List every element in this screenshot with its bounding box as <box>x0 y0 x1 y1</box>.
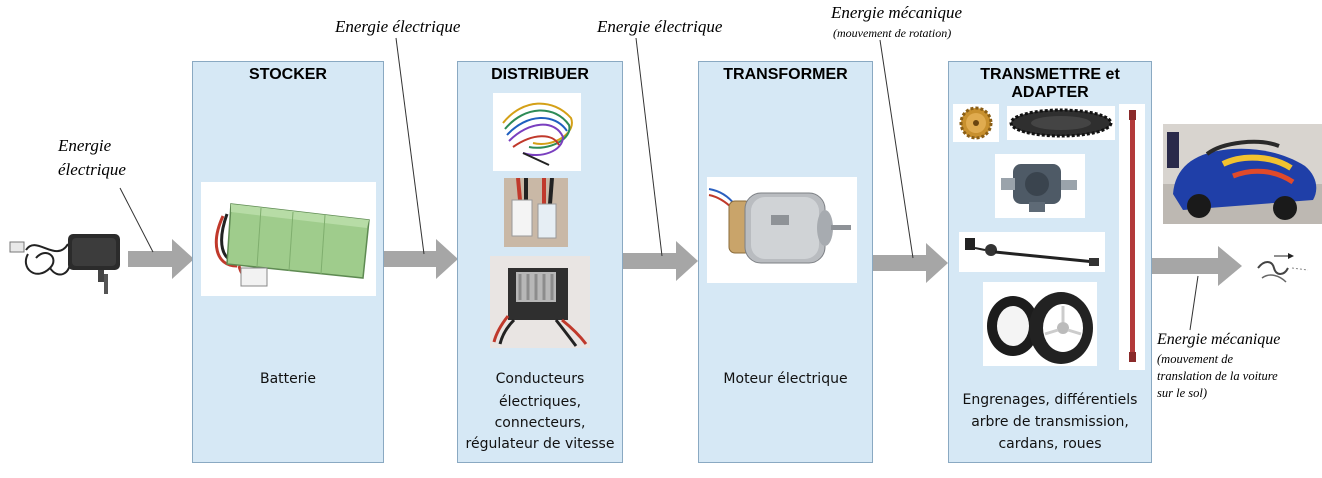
block-transmettre-caption-3: cardans, roues <box>998 436 1102 452</box>
wheels-icon <box>983 282 1097 366</box>
block-stocker: STOCKER Batterie <box>192 61 384 463</box>
wires-icon <box>493 93 581 171</box>
gearbox-icon <box>995 154 1085 218</box>
energy-sublabel-output-3: sur le sol) <box>1157 386 1207 400</box>
block-distribuer: DISTRIBUER <box>457 61 623 463</box>
energy-label-transform-to-transmit: Energie mécanique <box>831 3 963 22</box>
gear-icon <box>953 104 999 142</box>
electric-motor-icon <box>707 177 857 283</box>
block-transmettre-title-1: TRANSMETTRE et <box>980 66 1120 83</box>
energy-sublabel-rotation: (mouvement de rotation) <box>833 26 952 40</box>
speed-controller-icon <box>490 256 590 348</box>
battery-pack-icon <box>201 182 376 296</box>
block-distribuer-caption-1: Conducteurs <box>495 371 585 387</box>
block-transformer-title: TRANSFORMER <box>723 66 848 83</box>
energy-label-input-line1: Energie <box>58 136 112 155</box>
block-transformer: TRANSFORMER Moteur électrique <box>698 61 873 463</box>
block-distribuer-caption-4: régulateur de vitesse <box>465 436 615 452</box>
energy-label-stock-to-distribute: Energie électrique <box>335 17 461 36</box>
energy-sublabel-output-2: translation de la voiture <box>1157 369 1278 383</box>
charger-icon <box>6 224 124 298</box>
rc-car-icon <box>1163 124 1322 224</box>
connector-icon <box>504 178 568 247</box>
energy-label-output: Energie mécanique <box>1157 331 1281 348</box>
block-transmettre-title-2: ADAPTER <box>1011 84 1089 101</box>
motion-sketch-icon <box>1254 246 1312 290</box>
block-transmettre-caption-1: Engrenages, différentiels <box>962 392 1138 408</box>
arrow-stocker-to-distribuer <box>384 239 458 279</box>
block-transformer-caption: Moteur électrique <box>723 371 848 387</box>
energy-sublabel-output-1: (mouvement de <box>1157 352 1234 366</box>
arrow-output <box>1152 246 1242 286</box>
block-stocker-caption: Batterie <box>259 371 317 387</box>
block-stocker-title: STOCKER <box>249 66 327 83</box>
block-distribuer-title: DISTRIBUER <box>491 66 589 83</box>
cardan-shaft-icon <box>959 232 1105 272</box>
arrow-transformer-to-transmettre <box>872 243 948 283</box>
energy-label-distribute-to-transform: Energie électrique <box>597 17 723 36</box>
transmission-rod-icon <box>1119 104 1145 370</box>
arrow-distribuer-to-transformer <box>622 241 698 281</box>
spur-gear-icon <box>1007 106 1115 140</box>
block-distribuer-caption-3: connecteurs, <box>494 415 586 431</box>
block-transmettre-adapter: TRANSMETTRE et ADAPTER <box>948 61 1152 463</box>
block-distribuer-caption-2: électriques, <box>498 394 582 410</box>
energy-label-input-line2: électrique <box>58 160 126 179</box>
arrow-input <box>128 239 194 279</box>
block-transmettre-caption-2: arbre de transmission, <box>971 414 1129 430</box>
